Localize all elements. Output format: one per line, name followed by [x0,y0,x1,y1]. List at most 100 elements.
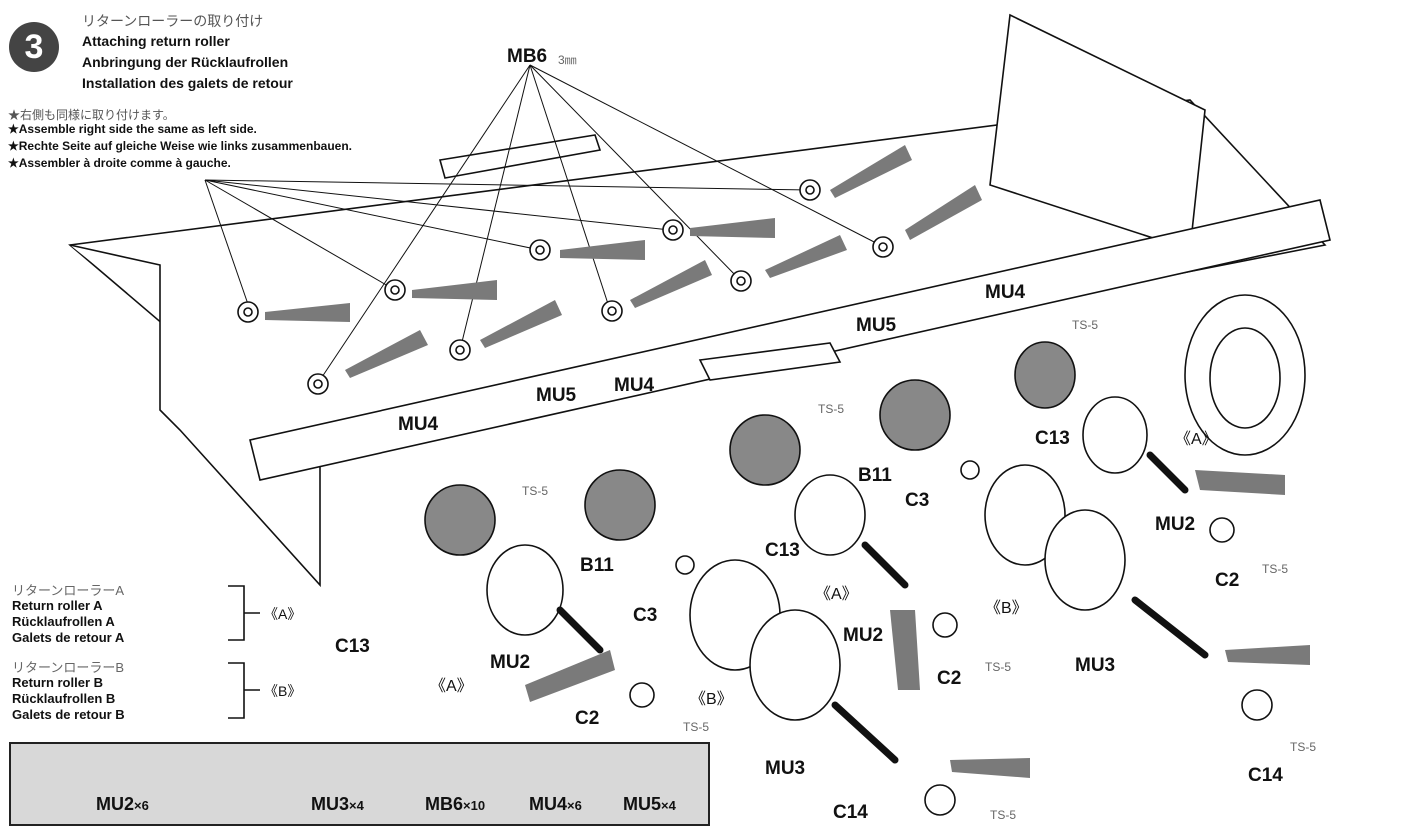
callout-c2: C2 [937,668,962,689]
legend-a-jp: リターンローラーA [12,583,125,598]
legend-b-key: 《B》 [264,683,302,699]
part-mb6-name: MB6 [425,794,464,814]
grease-tube [1225,645,1310,665]
grease-tube [905,185,982,240]
grease-tube [480,300,562,348]
callout-mu2: MU2 [1155,514,1196,535]
hub-c13 [729,414,801,486]
step-title-en: Attaching return roller [82,33,230,49]
cap-c14 [924,784,956,816]
legend-b-jp: リターンローラーB [12,660,125,675]
callout-mu5: MU5 [536,385,577,406]
callout-ts5: TS-5 [990,808,1017,822]
shaft-mu2 [861,541,909,589]
legend-b-de: Rücklaufrollen B [12,691,116,706]
grease-tube [950,758,1030,778]
legend-bracket-a [228,585,260,641]
cap-c2 [1209,517,1235,543]
callout-mu2: MU2 [490,652,531,673]
callout-c13: C13 [765,540,800,561]
callout-ts5: TS-5 [818,402,845,416]
grease-tube [630,260,712,308]
hub-b11 [879,379,951,451]
part-mu2-label: MU2×6 [96,794,149,815]
grease-tube [345,330,428,378]
shaft-mu3 [1131,596,1209,659]
roller-b [1044,509,1126,611]
callout-mb6-size: 3㎜ [558,53,577,67]
parts-box: MU2×6 MU3×4 MB6×10 MU4×6 MU5×4 [9,742,710,826]
hub-c13 [424,484,496,556]
grease-tube [412,280,497,300]
callout-mu4: MU4 [985,282,1026,303]
legend-bracket-b [228,662,260,719]
step-number: 3 [9,22,59,72]
part-mu4-qty: ×6 [567,798,582,813]
part-mu5-name: MU5 [623,794,662,814]
chassis-bracket [438,134,602,179]
step-title-de: Anbringung der Rücklaufrollen [82,54,289,70]
hub-c13 [1014,341,1076,409]
chassis-side-wall [69,244,321,588]
grease-tube [690,218,775,238]
callout-c13: C13 [335,636,370,657]
grease-tube [525,650,615,702]
callout-ts5: TS-5 [683,720,710,734]
grease-tube [765,235,847,278]
callout-c13: C13 [1035,428,1070,449]
shaft-mu3 [831,701,899,764]
part-mu3-label: MU3×4 [311,794,364,815]
callout-ts5: TS-5 [1072,318,1099,332]
callout-b11: B11 [858,465,892,486]
legend-a-de: Rücklaufrollen A [12,614,115,629]
callout-c3: C3 [633,605,658,626]
washer-c3 [675,555,695,575]
callout-ts5: TS-5 [1262,562,1289,576]
grease-tube [1195,470,1285,495]
callout-ts5: TS-5 [985,660,1012,674]
legend-b-fr: Galets de retour B [12,707,125,722]
grease-tube [890,610,920,690]
callout-b: 《B》 [985,600,1028,617]
part-mu5-qty: ×4 [661,798,676,813]
roller-a [486,544,564,636]
callout-ts5: TS-5 [1290,740,1317,754]
chassis-lower-rail [249,199,1331,481]
callout-mu3: MU3 [1075,655,1116,676]
shaft-mu2 [556,606,604,654]
cap-c2 [932,612,958,638]
callout-mu2: MU2 [843,625,884,646]
callout-ts5: TS-5 [522,484,549,498]
callout-mb6: MB6 [507,46,548,67]
roller-b [984,464,1066,566]
note-en: ★Assemble right side the same as left si… [8,122,257,136]
callout-b11: B11 [580,555,614,576]
idler-wheel [1184,294,1306,456]
note-jp: ★右側も同様に取り付けます。 [8,108,175,122]
roller-b [749,609,841,721]
part-mu4-label: MU4×6 [529,794,582,815]
legend-a-fr: Galets de retour A [12,630,125,645]
grease-tube [560,240,645,260]
callout-a: 《A》 [430,678,473,695]
washer-c3 [960,460,980,480]
callout-mu5: MU5 [856,315,897,336]
chassis-bracket-2 [698,342,842,381]
callout-c2: C2 [1215,570,1240,591]
roller-a [1082,396,1148,474]
callout-c2: C2 [575,708,600,729]
part-mu3-name: MU3 [311,794,350,814]
callout-c14: C14 [1248,765,1283,786]
step-title-jp: リターンローラーの取り付け [82,13,264,29]
callout-c14: C14 [833,802,868,823]
part-mb6-qty: ×10 [463,798,486,813]
callout-b: 《B》 [690,691,733,708]
hub-b11 [584,469,656,541]
callout-mu4: MU4 [614,375,655,396]
callout-mu4: MU4 [398,414,439,435]
callout-mu3: MU3 [765,758,806,779]
part-mu2-qty: ×6 [134,798,149,813]
note-fr: ★Assembler à droite comme à gauche. [8,156,231,170]
part-mu3-qty: ×4 [349,798,364,813]
step-title-fr: Installation des galets de retour [82,75,293,91]
